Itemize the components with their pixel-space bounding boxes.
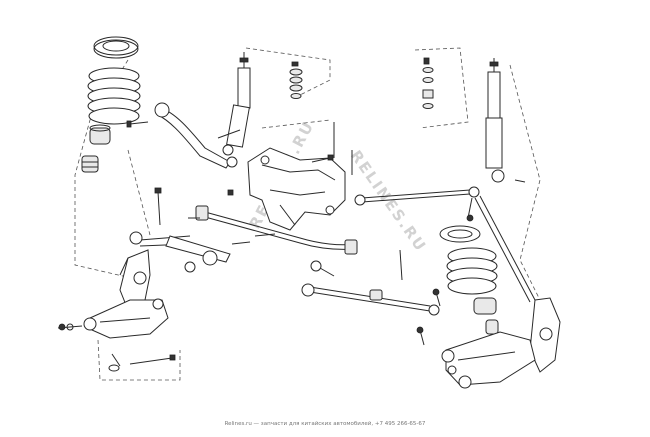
right-spring-seat [439,225,481,243]
left-shock-absorber [222,52,251,156]
subframe-bolts [217,129,334,163]
center-links [301,260,440,316]
right-shock-absorber [485,58,505,183]
right-upper-link [466,195,536,303]
lower-link-assembly [129,231,231,273]
left-coil-spring [87,67,141,125]
left-bump-stop [81,124,111,173]
lateral-link-right [354,186,480,206]
left-top-mount-parts [289,61,303,99]
right-small-fasteners [416,179,526,346]
right-top-mount-parts [422,57,434,109]
eccentric-bolts [108,353,176,372]
right-lower-control-arm [441,331,536,389]
left-lower-control-arm [83,298,169,339]
right-coil-spring [446,247,498,295]
small-bolt [126,120,149,128]
stabilizer-bar [157,191,403,281]
left-bolt-stack [57,323,83,331]
dashed-leader-lines [74,47,541,381]
upper-trailing-arm [154,102,238,169]
right-bump-stop [473,297,499,335]
left-spring-seat [93,36,139,59]
left-small-hardware [154,187,276,245]
footer-copyright: Relines.ru — запчасти для китайских авто… [224,421,426,427]
rear-subframe [247,122,353,231]
